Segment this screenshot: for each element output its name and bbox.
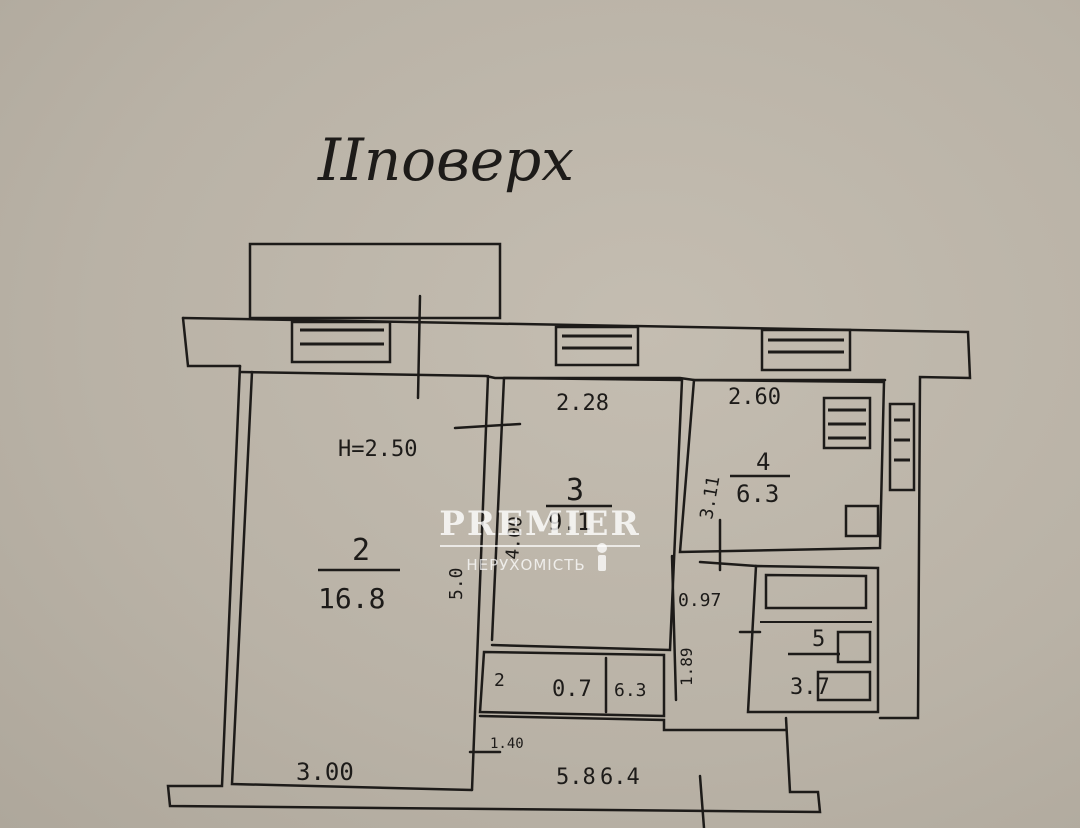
closet-walls — [478, 650, 666, 718]
room-5-area: 3.7 — [790, 675, 830, 700]
exterior-wall-left-bottom — [166, 364, 822, 814]
room-4-width-label: 2.60 — [728, 385, 781, 410]
window-room-3 — [554, 325, 640, 367]
hall-area: 5.8 — [556, 765, 596, 790]
room-4-walls — [678, 378, 886, 554]
room-2-area: 16.8 — [318, 582, 385, 615]
room-2-walls — [230, 370, 474, 792]
room-5-number: 5 — [812, 627, 825, 652]
room-3-width-label: 2.28 — [556, 391, 609, 416]
person-icon — [597, 543, 607, 571]
bathtub — [764, 573, 868, 610]
closet-number: 2 — [494, 670, 505, 691]
closet-side-label: 6.3 — [614, 680, 647, 701]
corridor-length: 1.89 — [677, 647, 696, 686]
floor-label: ІІповерх — [317, 126, 574, 194]
hall-extra: 6.4 — [600, 765, 640, 790]
room-3-area: 9.1 — [548, 508, 591, 536]
room-2-width-label: 3.00 — [296, 758, 354, 786]
room-2-number: 2 — [352, 533, 370, 568]
window-room-2 — [290, 320, 392, 364]
corridor-label: 0.97 — [678, 590, 721, 611]
room-3-walls — [490, 376, 684, 652]
stove — [822, 396, 872, 450]
ceiling-height-label: Н=2.50 — [338, 437, 417, 462]
balcony — [248, 242, 502, 320]
room-4-number: 4 — [756, 448, 770, 476]
toilet — [816, 670, 872, 702]
watermark-subtitle: НЕРУХОМІСТЬ — [466, 556, 585, 574]
kitchen-counter — [888, 402, 916, 492]
hall-side-label: 1.40 — [490, 736, 524, 752]
closet-area: 0.7 — [552, 677, 592, 702]
watermark-title: PREMIER — [439, 504, 640, 544]
wash-basin — [836, 630, 872, 664]
room-4-area: 6.3 — [736, 480, 779, 508]
watermark: PREMIER НЕРУХОМІСТЬ — [439, 504, 640, 574]
room-2-side-label: 5.0 — [446, 567, 467, 600]
room-4-side-label: 3.11 — [696, 475, 724, 521]
window-room-4 — [760, 328, 852, 372]
room-3-side-label: 4.00 — [502, 515, 527, 560]
room-3-number: 3 — [566, 473, 584, 508]
room-5-walls — [746, 564, 880, 714]
kitchen-sink — [844, 504, 880, 538]
